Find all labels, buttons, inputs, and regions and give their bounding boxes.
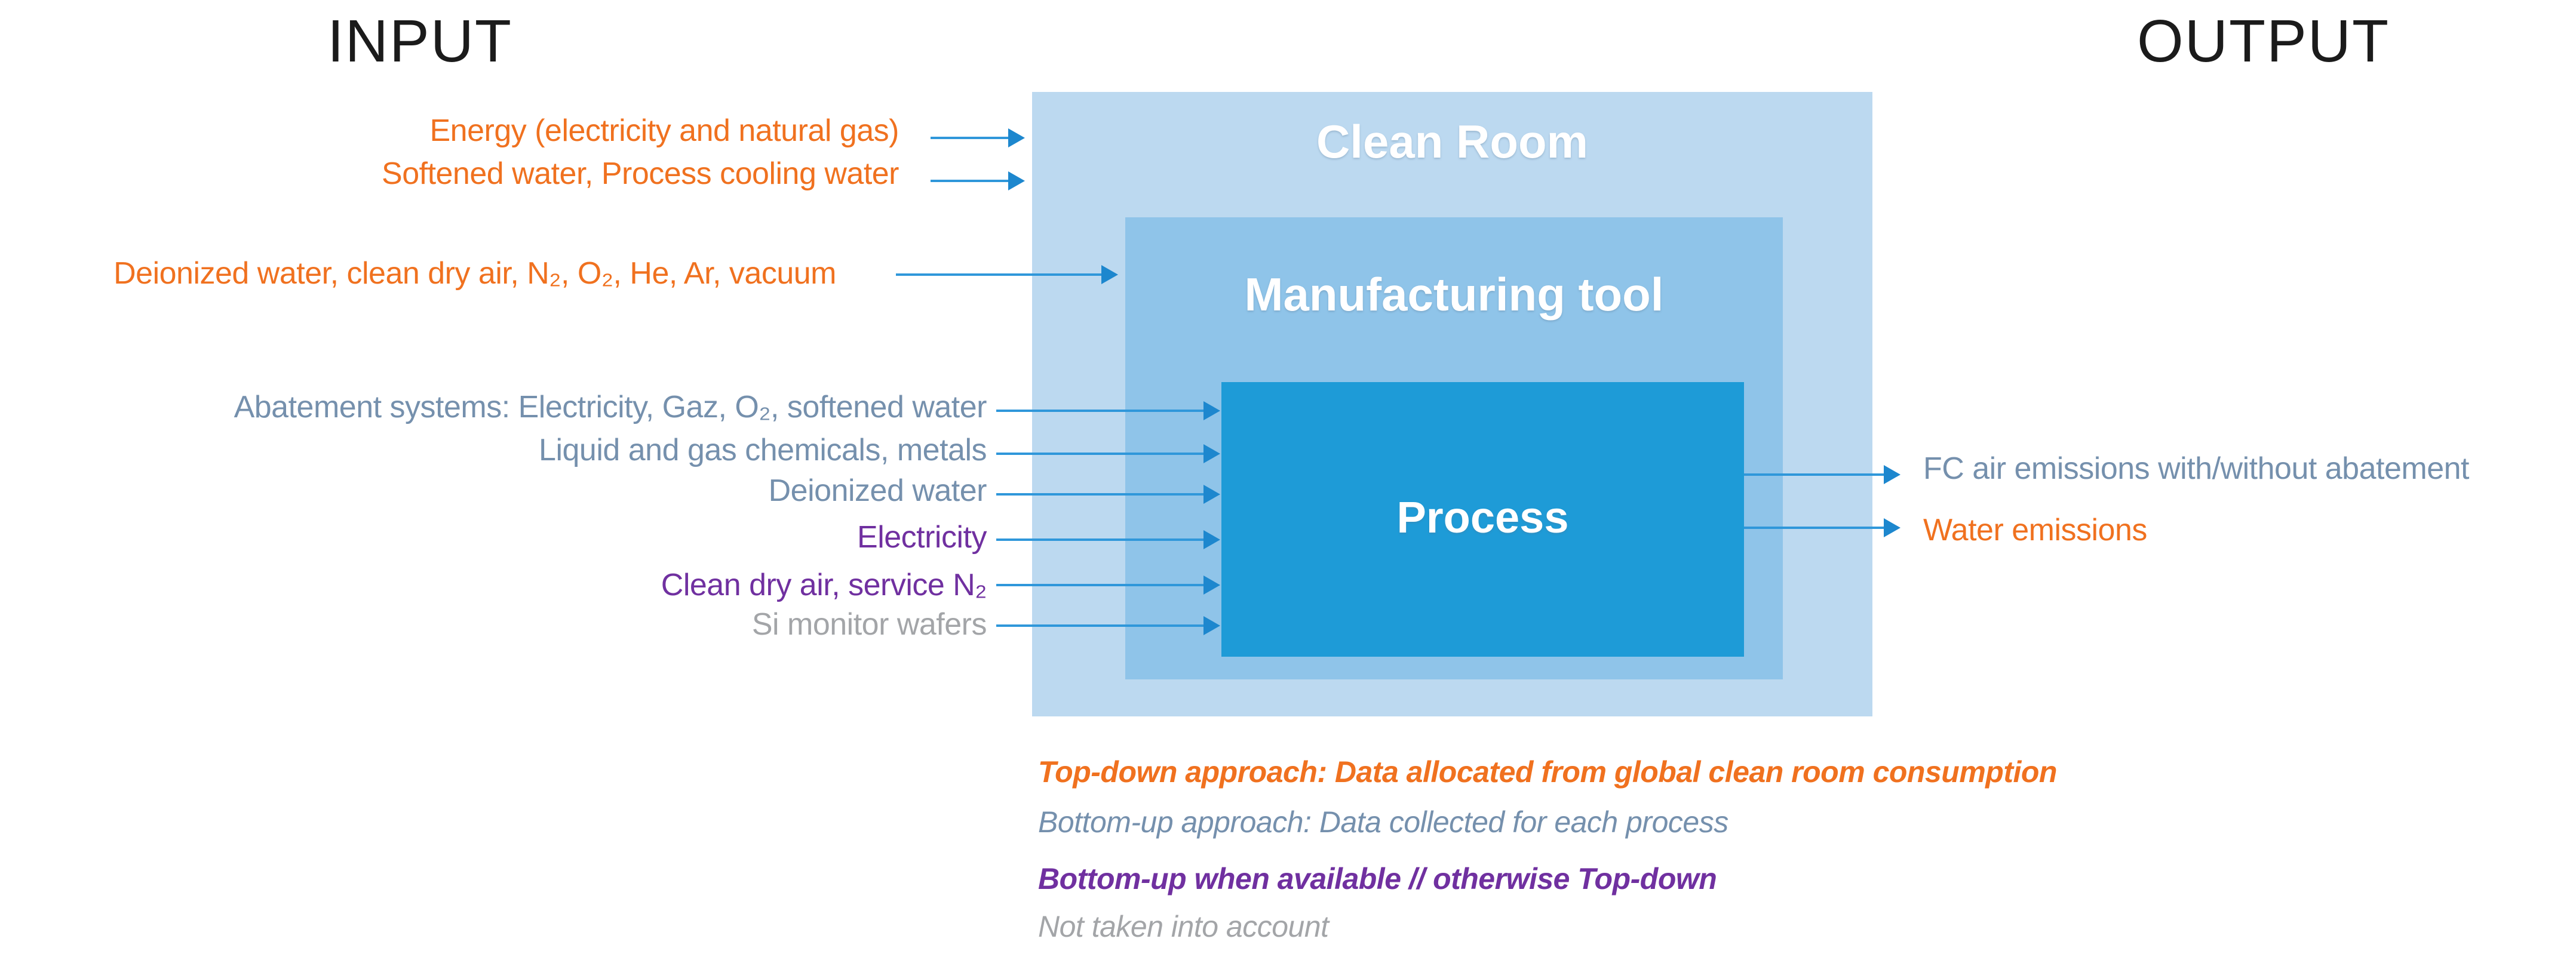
input-label-deionized-water: Deionized water bbox=[768, 473, 987, 508]
output-arrow-fc-air-emissions bbox=[1744, 465, 1900, 484]
output-label-fc-air-emissions: FC air emissions with/without abatement bbox=[1923, 451, 2470, 486]
input-arrow-clean-dry-air bbox=[996, 576, 1220, 595]
input-arrow-electricity bbox=[996, 530, 1220, 549]
arrow-shaft bbox=[931, 137, 1011, 139]
arrow-head-icon bbox=[1203, 401, 1220, 420]
input-arrow-deionized-water bbox=[996, 485, 1220, 504]
output-label-water-emissions: Water emissions bbox=[1923, 513, 2147, 547]
output-arrow-water-emissions bbox=[1744, 518, 1900, 537]
input-arrow-softened-water bbox=[931, 171, 1025, 190]
legend-item-bottom-up-otherwise-top-down: Bottom-up when available // otherwise To… bbox=[1038, 862, 1717, 896]
process-box bbox=[1221, 382, 1744, 657]
arrow-head-icon bbox=[1203, 444, 1220, 463]
arrow-head-icon bbox=[1203, 576, 1220, 595]
arrow-head-icon bbox=[1203, 530, 1220, 549]
arrow-shaft bbox=[996, 453, 1206, 455]
input-label-softened-water: Softened water, Process cooling water bbox=[382, 156, 899, 191]
arrow-head-icon bbox=[1203, 616, 1220, 635]
input-heading: INPUT bbox=[327, 8, 512, 75]
manufacturing-tool-title: Manufacturing tool bbox=[1244, 268, 1664, 321]
input-label-electricity: Electricity bbox=[857, 520, 987, 555]
arrow-shaft bbox=[896, 273, 1104, 276]
arrow-head-icon bbox=[1008, 171, 1025, 190]
arrow-head-icon bbox=[1884, 518, 1900, 537]
arrow-shaft bbox=[996, 538, 1206, 541]
input-label-energy: Energy (electricity and natural gas) bbox=[429, 113, 899, 148]
arrow-shaft bbox=[931, 180, 1011, 182]
arrow-head-icon bbox=[1101, 265, 1118, 284]
legend-item-top-down: Top-down approach: Data allocated from g… bbox=[1038, 755, 2057, 789]
arrow-shaft bbox=[1744, 473, 1886, 476]
input-arrow-deionized-water-gases bbox=[896, 265, 1118, 284]
input-arrow-si-monitor-wafers bbox=[996, 616, 1220, 635]
arrow-shaft bbox=[996, 410, 1206, 412]
arrow-shaft bbox=[996, 624, 1206, 627]
output-heading: OUTPUT bbox=[2137, 8, 2390, 75]
legend-item-bottom-up: Bottom-up approach: Data collected for e… bbox=[1038, 805, 1728, 839]
arrow-shaft bbox=[1744, 527, 1886, 529]
arrow-head-icon bbox=[1203, 485, 1220, 504]
input-label-clean-dry-air: Clean dry air, service N₂ bbox=[661, 568, 987, 602]
input-label-deionized-water-gases: Deionized water, clean dry air, N₂, O₂, … bbox=[113, 256, 836, 291]
input-label-abatement-systems: Abatement systems: Electricity, Gaz, O₂,… bbox=[234, 390, 987, 424]
arrow-shaft bbox=[996, 584, 1206, 586]
input-arrow-energy bbox=[931, 128, 1025, 147]
arrow-shaft bbox=[996, 493, 1206, 496]
input-arrow-liquid-gas-chemicals bbox=[996, 444, 1220, 463]
clean-room-title: Clean Room bbox=[1316, 115, 1589, 168]
legend-item-not-taken-into-account: Not taken into account bbox=[1038, 910, 1329, 943]
arrow-head-icon bbox=[1008, 128, 1025, 147]
input-label-si-monitor-wafers: Si monitor wafers bbox=[751, 607, 987, 642]
arrow-head-icon bbox=[1884, 465, 1900, 484]
input-arrow-abatement-systems bbox=[996, 401, 1220, 420]
input-label-liquid-gas-chemicals: Liquid and gas chemicals, metals bbox=[539, 433, 987, 467]
process-title: Process bbox=[1396, 493, 1569, 542]
